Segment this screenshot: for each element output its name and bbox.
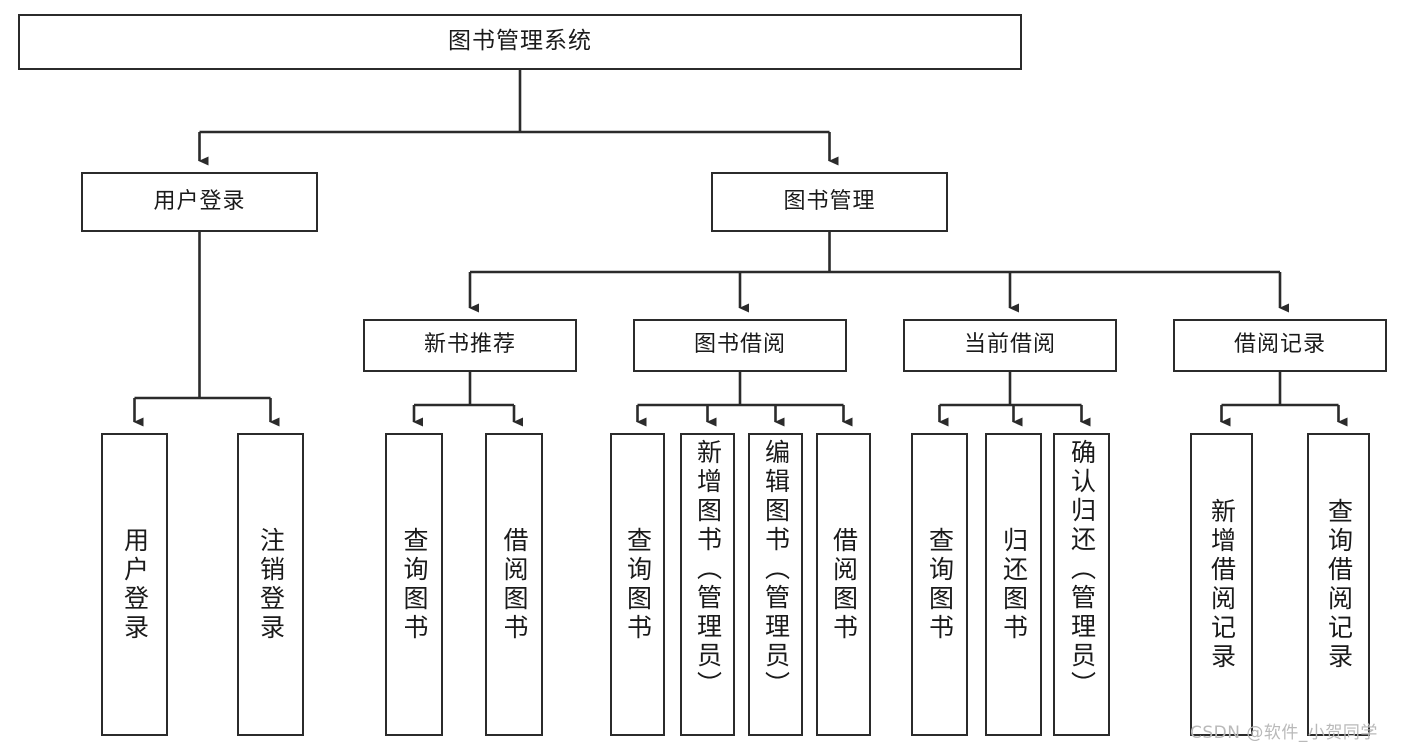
node-label: 借阅图书 bbox=[829, 526, 859, 643]
node-leaf-query-book-1: 查询图书 bbox=[385, 433, 443, 736]
node-leaf-user-logout: 注销登录 bbox=[237, 433, 304, 736]
node-leaf-query-borrow-record: 查询借阅记录 bbox=[1307, 433, 1370, 736]
node-leaf-confirm-return: 确认归还（管理员） bbox=[1053, 433, 1110, 736]
node-leaf-query-book-2: 查询图书 bbox=[610, 433, 665, 736]
node-leaf-borrow-book-1: 借阅图书 bbox=[485, 433, 543, 736]
node-leaf-user-login: 用户登录 bbox=[101, 433, 168, 736]
node-label: 归还图书 bbox=[999, 526, 1029, 643]
node-label: 确认归还（管理员） bbox=[1067, 439, 1097, 700]
node-leaf-add-book: 新增图书（管理员） bbox=[680, 433, 735, 736]
node-label: 新增图书（管理员） bbox=[693, 439, 723, 700]
node-label: 用户登录 bbox=[120, 526, 150, 643]
node-user-login: 用户登录 bbox=[81, 172, 318, 232]
node-label: 图书借阅 bbox=[693, 332, 786, 358]
node-label: 用户登录 bbox=[153, 188, 246, 214]
node-new-book-recommend: 新书推荐 bbox=[363, 319, 577, 372]
node-root: 图书管理系统 bbox=[18, 14, 1022, 70]
node-leaf-return-book: 归还图书 bbox=[985, 433, 1042, 736]
node-leaf-edit-book: 编辑图书（管理员） bbox=[748, 433, 803, 736]
node-current-borrow: 当前借阅 bbox=[903, 319, 1117, 372]
node-book-borrow: 图书借阅 bbox=[633, 319, 847, 372]
node-label: 新增借阅记录 bbox=[1207, 497, 1237, 672]
node-label: 图书管理 bbox=[783, 188, 876, 214]
node-leaf-add-borrow-record: 新增借阅记录 bbox=[1190, 433, 1253, 736]
node-label: 查询借阅记录 bbox=[1324, 497, 1354, 672]
node-label: 当前借阅 bbox=[963, 332, 1056, 358]
node-label: 注销登录 bbox=[256, 526, 286, 643]
node-label: 查询图书 bbox=[925, 526, 955, 643]
node-label: 新书推荐 bbox=[423, 332, 516, 358]
node-borrow-record: 借阅记录 bbox=[1173, 319, 1387, 372]
node-label: 查询图书 bbox=[623, 526, 653, 643]
node-label: 借阅图书 bbox=[500, 526, 529, 643]
node-label: 借阅记录 bbox=[1233, 332, 1326, 358]
node-label: 图书管理系统 bbox=[448, 28, 592, 55]
node-leaf-query-book-3: 查询图书 bbox=[911, 433, 968, 736]
node-label: 查询图书 bbox=[400, 526, 429, 643]
watermark-text: CSDN @软件_小贺同学 bbox=[1190, 723, 1378, 743]
node-leaf-borrow-book-2: 借阅图书 bbox=[816, 433, 871, 736]
node-book-manage: 图书管理 bbox=[711, 172, 948, 232]
node-label: 编辑图书（管理员） bbox=[761, 439, 791, 700]
